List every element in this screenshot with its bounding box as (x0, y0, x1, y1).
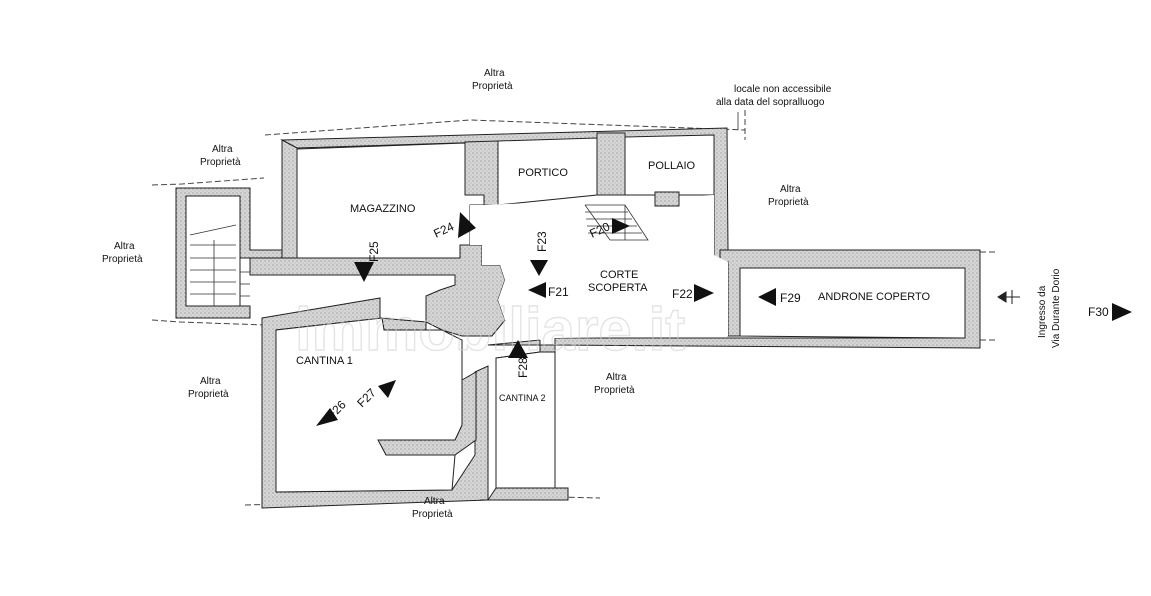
room-corte-scoperta (470, 195, 728, 340)
note-line-1: locale non accessibile (734, 84, 832, 95)
neighbour-north-1: Altra (484, 68, 505, 79)
entrance-line-1: Ingresso da (1037, 285, 1048, 338)
photo-marker-f24 (458, 212, 476, 238)
neighbour-sw-2: Proprietà (188, 389, 229, 400)
photo-marker-f20 (612, 218, 630, 234)
room-stair-west (185, 195, 241, 307)
room-label-cantina1: CANTINA 1 (296, 355, 353, 367)
photo-marker-f26 (316, 408, 338, 426)
entrance-arrow (997, 290, 1020, 304)
photo-marker-f23 (530, 260, 548, 276)
photo-marker-f30 (1112, 303, 1132, 321)
room-androne (739, 267, 966, 339)
photo-label-f21: F21 (548, 285, 569, 299)
room-label-androne: ANDRONE COPERTO (818, 291, 931, 303)
wall-magazzino-west (281, 139, 298, 259)
room-label-corte-2: SCOPERTA (588, 282, 648, 294)
wall-portico-pollaio (596, 132, 626, 196)
neighbour-sw-1: Altra (200, 376, 221, 387)
note-line-2: alla data del sopralluogo (716, 97, 825, 108)
photo-marker-f22 (694, 284, 714, 302)
photo-label-f23: F23 (535, 231, 549, 252)
neighbour-south-1: Altra (424, 496, 445, 507)
photo-marker-f25 (354, 262, 374, 282)
room-label-pollaio: POLLAIO (648, 160, 696, 172)
photo-marker-f29 (758, 288, 776, 306)
neighbour-west-1: Altra (114, 241, 135, 252)
photo-label-f30: F30 (1088, 305, 1109, 319)
watermark: immobiliare.it (295, 296, 685, 363)
entrance-line-2: Via Durante Dorio (1051, 268, 1062, 348)
neighbour-south-2: Proprietà (412, 509, 453, 520)
photo-marker-f28 (508, 340, 528, 358)
room-labels: MAGAZZINO PORTICO POLLAIO CORTE SCOPERTA… (296, 160, 931, 403)
room-cantina1 (275, 317, 463, 493)
neighbour-ne-2: Proprietà (768, 197, 809, 208)
photo-markers (316, 212, 1132, 426)
neighbour-labels: Altra Proprietà Altra Proprietà Altra Pr… (102, 68, 809, 520)
room-cantina2 (495, 351, 556, 489)
stairs-west (189, 224, 250, 306)
neighbour-ne-1: Altra (780, 184, 801, 195)
note-inaccessible: locale non accessibile alla data del sop… (716, 84, 832, 130)
room-magazzino (296, 142, 485, 259)
room-label-cantina2: CANTINA 2 (499, 393, 546, 403)
neighbour-se-2: Proprietà (594, 385, 635, 396)
pillar (654, 191, 680, 207)
photo-label-f29: F29 (780, 291, 801, 305)
room-label-corte-1: CORTE (600, 269, 638, 281)
rooms-interiors (185, 134, 966, 493)
photo-label-f28: F28 (516, 357, 530, 378)
room-label-portico: PORTICO (518, 167, 568, 179)
neighbour-north-2: Proprietà (472, 81, 513, 92)
entrance-label: Ingresso da Via Durante Dorio (1037, 268, 1062, 348)
photo-label-f22: F22 (672, 287, 693, 301)
neighbour-se-1: Altra (606, 372, 627, 383)
neighbour-west-2: Proprietà (102, 254, 143, 265)
neighbour-nw-2: Proprietà (200, 157, 241, 168)
photo-marker-f21 (528, 282, 546, 298)
photo-marker-f27 (378, 380, 396, 398)
room-portico (497, 137, 598, 206)
neighbour-nw-1: Altra (212, 144, 233, 155)
photo-label-f25: F25 (367, 241, 381, 262)
room-label-magazzino: MAGAZZINO (350, 203, 416, 215)
